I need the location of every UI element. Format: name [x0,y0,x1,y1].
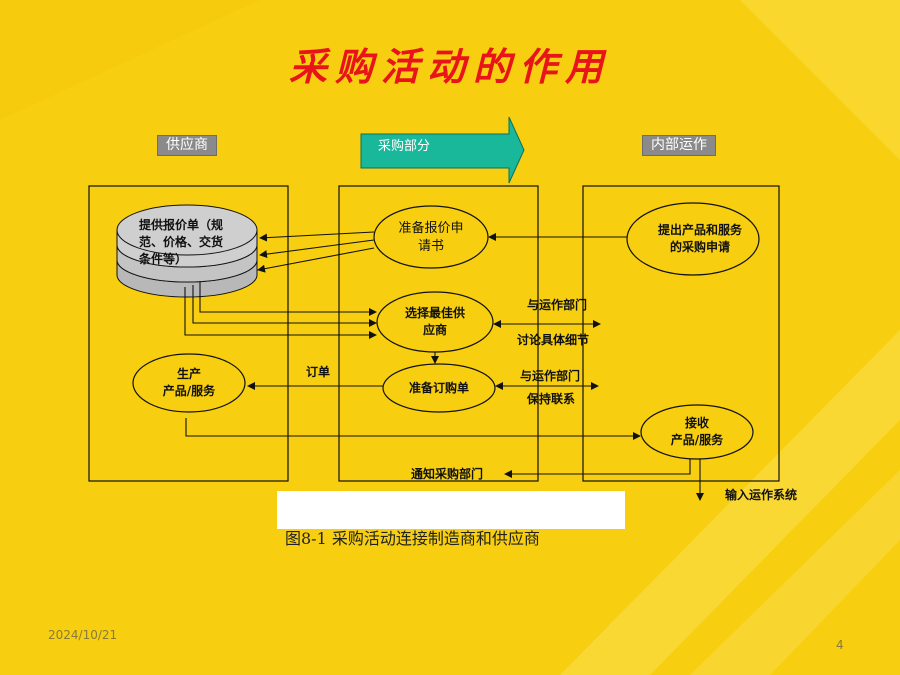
arrow-stack-to-select-3 [184,287,377,339]
node-prepare-order-label: 准备订购单 [409,380,469,395]
arrow-production-to-receive [185,418,641,440]
arrow-quote-to-stack-1 [259,231,375,242]
node-receive-line1: 接收 [685,415,709,430]
label-notify: 通知采购部门 [411,466,483,481]
label-order: 订单 [306,364,330,379]
footer-page-number: 4 [836,638,844,652]
footer-date: 2024/10/21 [48,628,118,642]
node-prepare-quote-line1: 准备报价申 [398,220,463,236]
purchasing-arrow-label: 采购部分 [378,138,430,154]
figure-caption: 图8-1 采购活动连接制造商和供应商 [285,529,540,548]
label-discuss-2: 讨论具体细节 [517,332,589,347]
node-prepare-quote-line2: 请书 [418,239,444,254]
node-receive-line2: 产品/服务 [671,432,724,447]
node-propose-line2: 的采购申请 [670,239,730,254]
node-propose [626,202,760,276]
node-propose-line1: 提出产品和服务 [658,222,743,237]
arrow-quote-to-stack-3 [257,247,375,273]
purchasing-column [338,185,539,482]
arrow-stack-to-select-2 [192,285,377,327]
caption-box [277,491,625,529]
node-select-supplier [376,291,494,353]
header-internal: 内部运作 [642,135,716,156]
label-contact-2: 保持联系 [526,391,575,406]
arrow-stack-to-select-1 [199,282,377,316]
quote-stack [116,204,258,298]
quote-stack-line3: 条件等） [138,251,187,266]
node-production [132,353,246,413]
node-select-supplier-line2: 应商 [423,322,447,337]
internal-column [582,185,780,482]
node-prepare-quote [373,205,489,269]
arrow-receive-to-notify [504,459,691,478]
supplier-column [88,185,289,482]
label-input: 输入运作系统 [725,487,797,502]
connectors [184,231,704,501]
label-discuss-1: 与运作部门 [527,297,587,312]
arrow-quote-to-stack-2 [259,239,375,259]
node-production-line1: 生产 [177,366,201,381]
slide-title: 采购活动的作用 [288,44,611,89]
quote-stack-line1: 提供报价单（规 [139,217,223,232]
node-select-supplier-line1: 选择最佳供 [405,305,465,320]
quote-stack-line2: 范、价格、交货 [139,234,223,249]
header-supplier: 供应商 [157,135,217,156]
node-production-line2: 产品/服务 [163,383,216,398]
purchasing-arrow-banner [360,116,525,184]
label-contact-1: 与运作部门 [520,368,580,383]
node-receive [640,404,754,460]
